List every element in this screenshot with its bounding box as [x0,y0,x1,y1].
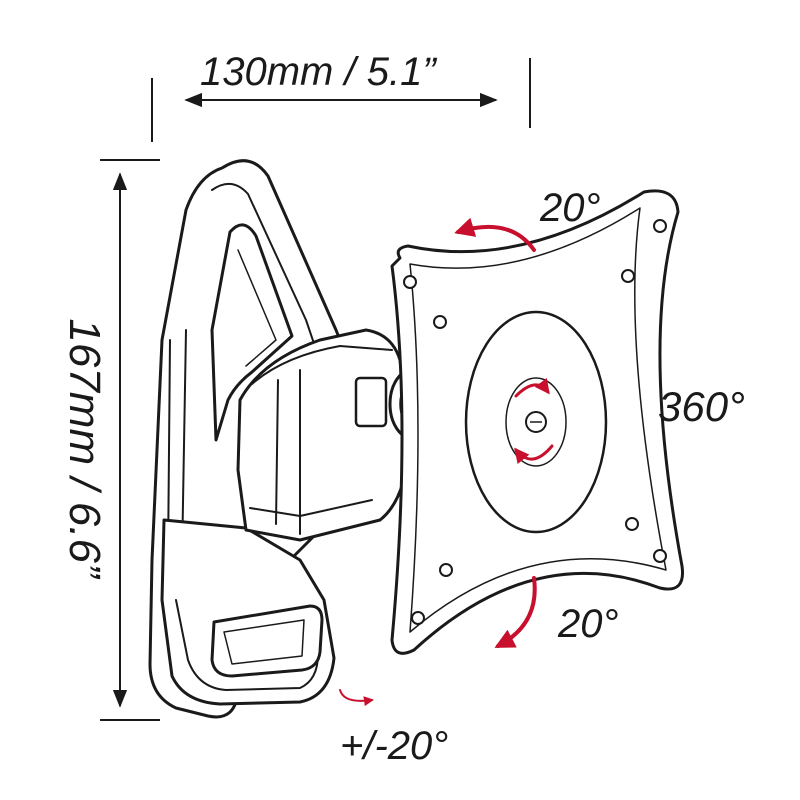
swivel-arrow [339,689,374,707]
vesa-plate-inner [409,207,667,633]
vesa-hole [403,275,417,289]
wall-plate-cutout [210,223,294,442]
arm-top-face [251,345,393,385]
vesa-mounting-holes [403,219,667,625]
height-dimension [100,159,160,721]
arm-clamp [354,376,388,428]
vesa-hole [433,315,447,329]
arm-lower-edge [249,499,373,517]
swivel-label: +/-20° [340,724,449,768]
rotation-label: 360° [658,383,745,430]
tilt-down-arrow [494,576,537,648]
vesa-hole [653,549,667,563]
rotation-arrow-left [514,444,554,465]
width-dimension [151,58,531,142]
arm-side-edge [275,369,301,535]
tilt-up-arrow [454,217,536,252]
height-label: 167mm / 6.6” [60,318,109,578]
wall-plate-slot-inner [223,619,305,665]
wall-plate-base-inner [175,599,319,691]
wall-plate-cutout-inner [237,249,277,367]
vesa-hole [653,219,667,233]
rotation-arrow-right [514,377,550,398]
width-label: 130mm / 5.1” [200,50,436,94]
wall-plate-slot [210,604,324,678]
tilt-up-label: 20° [540,186,601,230]
vesa-hole [439,563,453,577]
tilt-down-label: 20° [558,602,619,646]
vesa-hole [621,269,635,283]
motion-arrows [339,217,554,707]
vesa-hole [411,611,425,625]
wall-plate-inner-rim [211,183,341,421]
vesa-plate [390,189,685,655]
vesa-hole [625,517,639,531]
